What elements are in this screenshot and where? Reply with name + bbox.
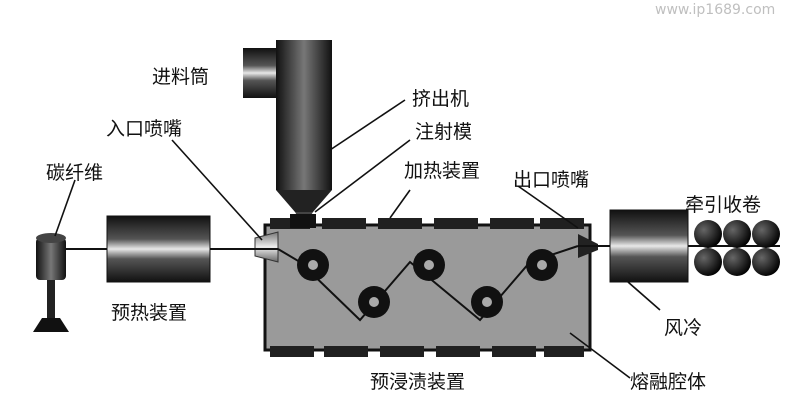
label-heating-device: 加热装置 [404, 160, 481, 182]
label-preheating-device: 预热装置 [111, 302, 188, 324]
label-air-cooling: 风冷 [664, 317, 703, 339]
leader-lines [54, 99, 661, 379]
label-pre-impregnation-device: 预浸渍装置 [370, 371, 466, 393]
watermark: www.ip1689.com [655, 2, 776, 18]
label-inlet-nozzle: 入口喷嘴 [106, 118, 183, 140]
injection-die [290, 214, 316, 228]
carbon-fiber-spool [33, 233, 69, 332]
air-cooling-device [609, 209, 689, 283]
melt-cavity-chamber [263, 223, 592, 352]
label-haul-off-winding: 牵引收卷 [685, 194, 762, 216]
extruder [276, 40, 332, 222]
impregnation-rollers [297, 249, 558, 318]
label-extruder: 挤出机 [412, 88, 470, 110]
haul-off-rollers [694, 220, 780, 276]
preheating-device [106, 215, 211, 283]
label-outlet-nozzle: 出口喷嘴 [513, 169, 590, 191]
label-injection-die: 注射模 [415, 121, 473, 143]
label-carbon-fiber: 碳纤维 [46, 162, 104, 184]
heating-device-bottom [270, 346, 584, 357]
label-melt-cavity: 熔融腔体 [630, 371, 707, 393]
label-hopper: 进料筒 [152, 66, 210, 88]
